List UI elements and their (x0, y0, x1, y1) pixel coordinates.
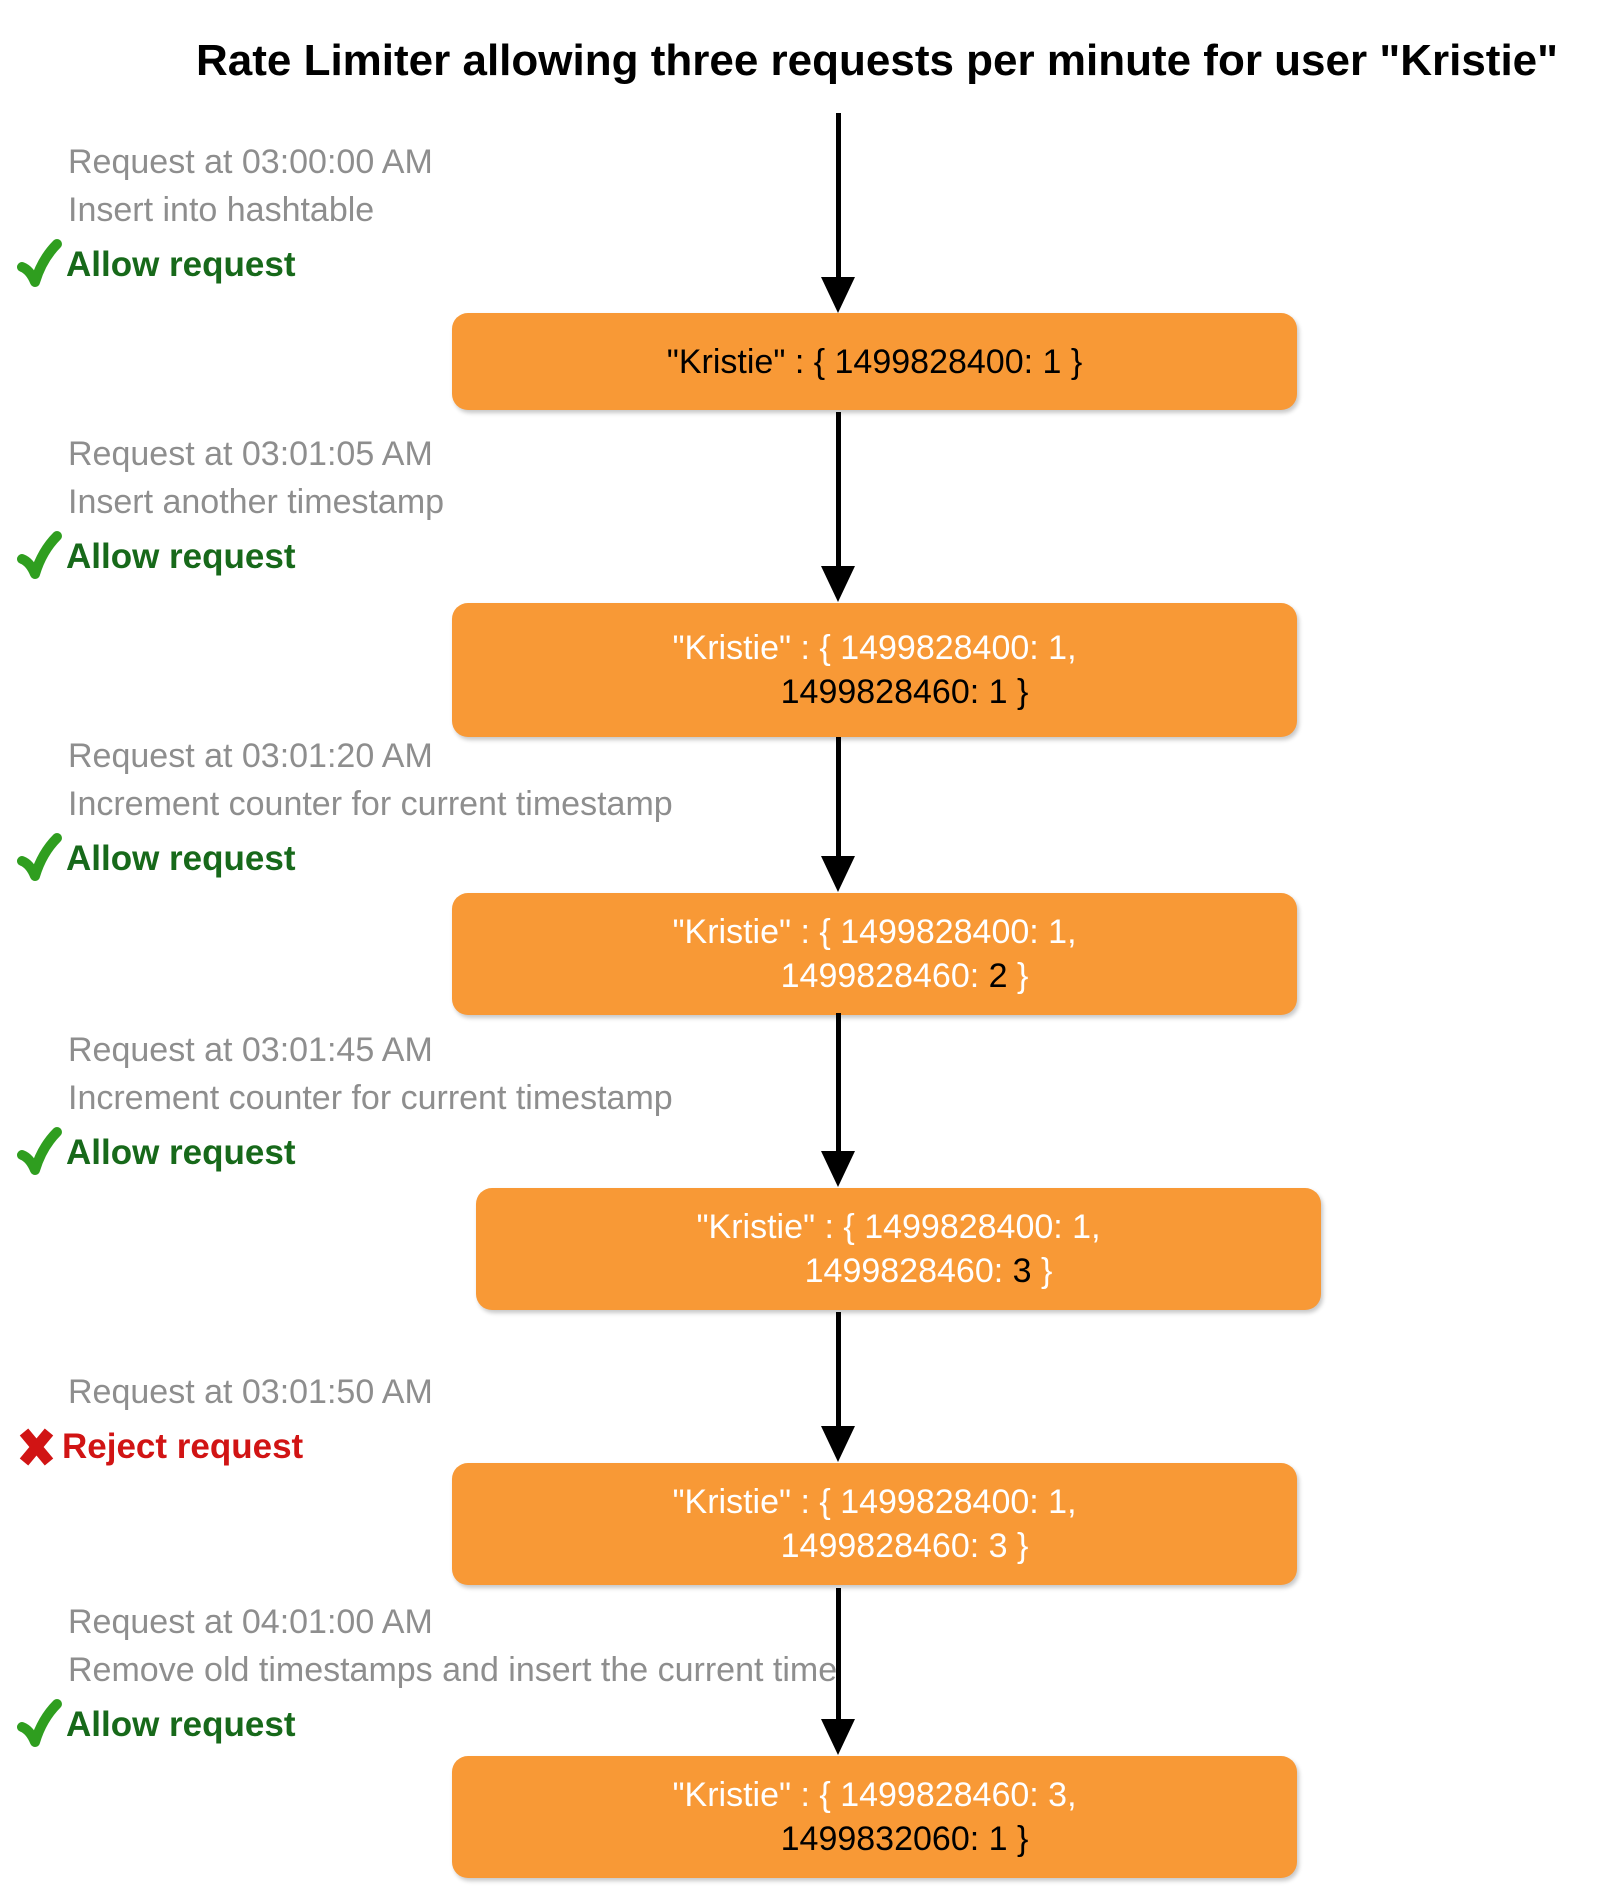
decision-row: Allow request (16, 1696, 896, 1754)
decision-label: Allow request (66, 1133, 296, 1172)
box-text-segment: 1499832060: 1 } (780, 1820, 1029, 1858)
arrow-shaft (835, 1588, 841, 1719)
arrow-down-icon (821, 1312, 855, 1462)
arrow-shaft (835, 1312, 841, 1426)
arrow-shaft (835, 412, 841, 566)
hashtable-state-box-6: "Kristie" : { 1499828460: 3, 1499832060:… (452, 1756, 1297, 1878)
box-text-segment: "Kristie" : { 1499828400: 1, (672, 913, 1077, 951)
hashtable-state-box-1: "Kristie" : { 1499828400: 1 } (452, 313, 1297, 410)
arrow-shaft (835, 113, 841, 277)
action-label: Remove old timestamps and insert the cur… (68, 1651, 838, 1689)
decision-row: Reject request (16, 1418, 896, 1476)
action-label: Increment counter for current timestamp (68, 785, 673, 823)
box-text-segment: 2 (988, 957, 1008, 995)
request-time-label: Request at 03:00:00 AM (68, 143, 433, 181)
step-annotation-2: Request at 03:01:05 AM Insert another ti… (16, 430, 896, 586)
hashtable-box-line: 1499832060: 1 } (482, 1817, 1327, 1861)
request-time-label: Request at 03:01:45 AM (68, 1031, 433, 1069)
decision-row: Allow request (16, 236, 896, 294)
arrow-head (821, 1719, 855, 1755)
box-text-segment: "Kristie" : { 1499828400: 1, (672, 1483, 1077, 1521)
box-text-segment: 1499828460: 3 } (780, 1527, 1029, 1565)
box-text-segment: 3 (1012, 1252, 1032, 1290)
hashtable-state-box-3: "Kristie" : { 1499828400: 1, 1499828460:… (452, 893, 1297, 1015)
arrow-down-icon (821, 113, 855, 313)
box-text-segment: "Kristie" : { 1499828400: 1, (672, 629, 1077, 667)
arrow-head (821, 1151, 855, 1187)
request-time-label: Request at 03:01:50 AM (68, 1373, 433, 1411)
hashtable-state-box-2: "Kristie" : { 1499828400: 1, 1499828460:… (452, 603, 1297, 737)
box-text-segment: 1499828460: (780, 957, 989, 995)
arrow-head (821, 1426, 855, 1462)
checkmark-icon (16, 237, 62, 294)
action-label: Insert into hashtable (68, 191, 375, 229)
request-time-label: Request at 04:01:00 AM (68, 1603, 433, 1641)
hashtable-state-box-4: "Kristie" : { 1499828400: 1, 1499828460:… (476, 1188, 1321, 1310)
hashtable-box-line: 1499828460: 1 } (482, 670, 1327, 714)
action-label: Increment counter for current timestamp (68, 1079, 673, 1117)
step-annotation-1: Request at 03:00:00 AM Insert into hasht… (16, 138, 896, 294)
box-text-segment: "Kristie" : { 1499828460: 3, (672, 1776, 1077, 1814)
decision-label: Allow request (66, 839, 296, 878)
hashtable-box-line: "Kristie" : { 1499828400: 1, (452, 1480, 1297, 1524)
step-annotation-3: Request at 03:01:20 AM Increment counter… (16, 732, 896, 888)
hashtable-box-line: 1499828460: 3 } (506, 1249, 1351, 1293)
box-text-segment: } (1007, 957, 1029, 995)
box-text-segment: "Kristie" : { 1499828400: 1 } (666, 342, 1083, 381)
decision-row: Allow request (16, 528, 896, 586)
arrow-down-icon (821, 737, 855, 892)
request-time-label: Request at 03:01:20 AM (68, 737, 433, 775)
hashtable-box-line: "Kristie" : { 1499828460: 3, (452, 1773, 1297, 1817)
hashtable-box-line: "Kristie" : { 1499828400: 1, (476, 1205, 1321, 1249)
arrow-head (821, 277, 855, 313)
checkmark-icon (16, 1697, 62, 1754)
decision-row: Allow request (16, 1124, 896, 1182)
checkmark-icon (16, 529, 62, 586)
arrow-down-icon (821, 1588, 855, 1755)
action-label: Insert another timestamp (68, 483, 445, 521)
hashtable-state-box-5: "Kristie" : { 1499828400: 1, 1499828460:… (452, 1463, 1297, 1585)
decision-label: Allow request (66, 1705, 296, 1744)
decision-label: Reject request (62, 1427, 304, 1466)
checkmark-icon (16, 831, 62, 888)
x-icon (16, 1420, 58, 1475)
hashtable-box-line: 1499828460: 3 } (482, 1524, 1327, 1568)
box-text-segment: 1499828460: (804, 1252, 1013, 1290)
page-title: Rate Limiter allowing three requests per… (195, 36, 1559, 85)
arrow-down-icon (821, 412, 855, 602)
hashtable-box-line: "Kristie" : { 1499828400: 1 } (452, 340, 1297, 384)
box-text-segment: 1499828460: 1 } (780, 673, 1029, 711)
arrow-down-icon (821, 1013, 855, 1187)
request-time-label: Request at 03:01:05 AM (68, 435, 433, 473)
decision-row: Allow request (16, 830, 896, 888)
step-annotation-6: Request at 04:01:00 AM Remove old timest… (16, 1598, 896, 1754)
box-text-segment: } (1031, 1252, 1053, 1290)
arrow-head (821, 856, 855, 892)
arrow-head (821, 566, 855, 602)
arrow-shaft (835, 1013, 841, 1151)
decision-label: Allow request (66, 537, 296, 576)
hashtable-box-line: "Kristie" : { 1499828400: 1, (452, 626, 1297, 670)
step-annotation-4: Request at 03:01:45 AM Increment counter… (16, 1026, 896, 1182)
hashtable-box-line: "Kristie" : { 1499828400: 1, (452, 910, 1297, 954)
decision-label: Allow request (66, 245, 296, 284)
arrow-shaft (835, 737, 841, 856)
checkmark-icon (16, 1125, 62, 1182)
box-text-segment: "Kristie" : { 1499828400: 1, (696, 1208, 1101, 1246)
hashtable-box-line: 1499828460: 2 } (482, 954, 1327, 998)
step-annotation-5: Request at 03:01:50 AM Reject request (16, 1368, 896, 1476)
